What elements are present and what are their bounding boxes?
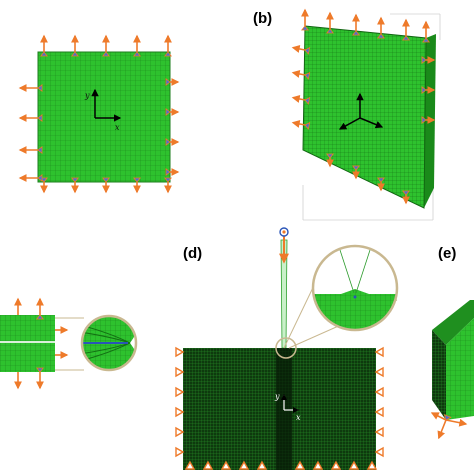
support-marker xyxy=(175,386,185,398)
panel-a-mesh-plate xyxy=(37,51,171,183)
load-arrow xyxy=(165,167,180,177)
panel-c-zoom-inset xyxy=(80,314,138,372)
panel-e-mesh-cube-side xyxy=(446,318,474,420)
load-arrow xyxy=(437,414,452,440)
load-arrow xyxy=(132,34,142,57)
support-marker xyxy=(175,406,185,418)
support-marker xyxy=(374,426,384,438)
panel-e-mesh-cube-front xyxy=(432,330,446,420)
support-marker xyxy=(366,460,378,470)
support-marker xyxy=(238,460,250,470)
panel-b-mesh-plate xyxy=(302,25,427,209)
load-arrow xyxy=(376,177,386,192)
panel-c-mesh-plate xyxy=(0,315,55,372)
support-marker xyxy=(184,460,196,470)
panel-d-axis-y: y xyxy=(274,392,280,401)
load-arrow xyxy=(18,145,43,155)
load-arrow xyxy=(401,190,411,205)
load-arrow xyxy=(421,115,436,125)
load-arrow xyxy=(325,153,335,168)
support-marker xyxy=(312,460,324,470)
load-arrow xyxy=(132,177,142,194)
panel-e-mesh-cube-top xyxy=(432,300,474,345)
support-marker xyxy=(374,406,384,418)
load-arrow xyxy=(445,418,468,427)
panel-d-label: (d) xyxy=(183,245,202,262)
load-arrow xyxy=(291,119,311,130)
load-arrow xyxy=(430,412,447,421)
load-arrow xyxy=(163,34,173,57)
support-marker xyxy=(348,460,360,470)
panel-c-load-arrows xyxy=(14,297,69,390)
load-arrow xyxy=(351,165,361,180)
load-arrow xyxy=(325,11,335,34)
load-arrow xyxy=(18,83,43,93)
support-marker xyxy=(374,386,384,398)
support-marker xyxy=(374,346,384,358)
support-marker xyxy=(256,460,268,470)
load-arrow xyxy=(291,94,311,105)
load-arrow xyxy=(421,20,431,43)
load-arrow xyxy=(39,34,49,57)
load-arrow xyxy=(291,44,311,55)
support-marker xyxy=(175,346,185,358)
load-arrow xyxy=(18,113,43,123)
support-marker xyxy=(175,366,185,378)
panel-b-bounding-box xyxy=(302,13,441,221)
load-arrow xyxy=(421,85,436,95)
panel-d: (d) y x xyxy=(175,227,399,470)
panel-d-zoom-ring xyxy=(311,244,399,332)
panel-d-axis-triad: y x xyxy=(274,392,301,422)
support-marker xyxy=(220,460,232,470)
load-arrow xyxy=(165,137,180,147)
support-marker xyxy=(175,446,185,458)
panel-e-label: (e) xyxy=(438,245,456,262)
load-arrow xyxy=(35,297,45,320)
panel-a: y x xyxy=(18,34,180,194)
panel-a-axis-y: y xyxy=(84,91,90,100)
panel-d-indenter xyxy=(279,227,289,349)
support-marker xyxy=(374,446,384,458)
load-arrow xyxy=(101,34,111,57)
panel-b-axis-triad xyxy=(338,92,384,130)
support-marker xyxy=(175,426,185,438)
load-arrow xyxy=(163,177,173,194)
panel-a-axis-x: x xyxy=(115,123,120,132)
support-marker xyxy=(202,460,214,470)
load-arrow xyxy=(165,77,180,87)
load-arrow xyxy=(165,107,180,117)
load-arrow xyxy=(18,173,43,183)
load-arrow xyxy=(421,55,436,65)
panel-c-zoom-ring xyxy=(80,314,138,372)
support-marker xyxy=(294,460,306,470)
panel-b-load-arrows xyxy=(291,8,436,205)
load-arrow xyxy=(300,8,310,31)
load-arrow xyxy=(376,16,386,39)
panel-b-label: (b) xyxy=(253,10,272,27)
panel-e: (e) xyxy=(430,245,474,440)
load-arrow xyxy=(291,69,311,80)
support-marker xyxy=(330,460,342,470)
panel-c xyxy=(0,297,138,390)
panel-a-axis-triad: y x xyxy=(84,88,122,132)
support-marker xyxy=(374,366,384,378)
panel-d-axis-x: x xyxy=(296,413,301,422)
panel-b: (b) xyxy=(253,8,441,221)
load-arrow xyxy=(101,177,111,194)
panel-e-load-arrows xyxy=(430,412,468,440)
load-arrow xyxy=(70,34,80,57)
load-arrow xyxy=(401,18,411,41)
panel-d-zoom-inset xyxy=(311,244,399,332)
load-arrow xyxy=(70,177,80,194)
load-arrow xyxy=(35,367,45,390)
panel-a-load-arrows xyxy=(18,34,180,194)
load-arrow xyxy=(351,13,361,36)
panel-d-boundary-supports xyxy=(175,346,384,470)
